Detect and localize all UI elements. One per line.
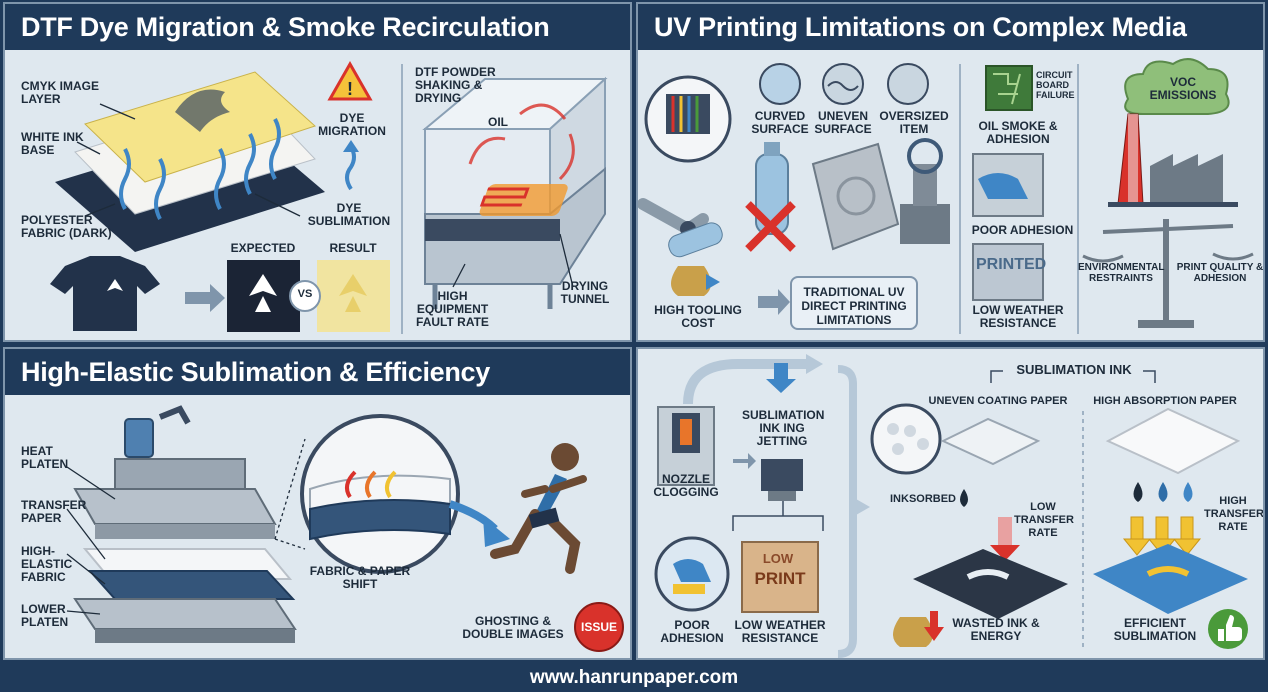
panel-title: High-Elastic Sublimation & Efficiency: [5, 349, 630, 395]
issue-text: ISSUE: [580, 620, 617, 634]
label-powder: DTF POWDER SHAKING & DRYING: [415, 65, 496, 105]
label-ghosting: GHOSTING & DOUBLE IMAGES: [462, 614, 564, 641]
label-expected: EXPECTED: [230, 241, 296, 255]
label-equipment: HIGH EQUIPMENT FAULT RATE: [416, 289, 489, 329]
voc-cloud: [1124, 58, 1230, 115]
label-polyester: POLYESTER FABRIC (DARK): [21, 213, 112, 240]
uneven-paper: [940, 417, 1041, 466]
panel-sublimation: SUBLIMATION INK ING JETTING NOZZLE CLOGG…: [636, 347, 1265, 660]
panel-dtf: DTF Dye Migration & Smoke Recirculation …: [3, 2, 632, 342]
smoke-arrows: [468, 103, 575, 181]
elastic-illustration: [66, 405, 624, 652]
label-low-weather: LOW WEATHER RESISTANCE: [972, 303, 1064, 330]
curved-surface-icon: [759, 63, 801, 105]
warning-icon: [327, 60, 373, 101]
label-uneven: UNEVEN SURFACE: [814, 109, 872, 136]
label-white-ink: WHITE INK BASE: [21, 130, 84, 157]
x-icon: [745, 201, 796, 252]
svg-text:!: !: [347, 79, 353, 99]
low-transfer-fabric: [913, 549, 1068, 619]
label-shift: FABRIC & PAPER SHIFT: [309, 564, 411, 591]
label-voc: VOC EMISSIONS: [1149, 75, 1217, 102]
heat-platen: [73, 488, 277, 525]
printhead-icon: [761, 459, 803, 491]
label-env: ENVIRONMENTAL RESTRAINTS: [1078, 262, 1165, 284]
printed-sample-text: PRINTED: [976, 256, 1047, 273]
label-high-transfer: HIGH TRANSFER RATE: [1204, 495, 1264, 533]
textured-plate: [811, 142, 900, 251]
circuit-board-icon: [985, 65, 1033, 111]
label-poor-adhesion-sub: POOR ADHESION: [660, 618, 724, 645]
weathered-sample: [972, 243, 1044, 301]
label-curved: CURVED SURFACE: [751, 109, 809, 136]
vs-badge: VS: [297, 288, 313, 300]
absorption-paper: [1105, 407, 1241, 475]
money-bag-icon: [671, 266, 711, 296]
label-nozzle: NOZZLE CLOGGING: [653, 472, 719, 499]
label-wasted: WASTED INK & ENERGY: [952, 616, 1040, 643]
uneven-surface-icon: [822, 63, 864, 105]
uv-illustration: [638, 58, 1254, 334]
lower-platen: [73, 598, 297, 630]
label-oversized: OVERSIZED ITEM: [879, 109, 949, 136]
panel-uv: UV Printing Limitations on Complex Media: [636, 2, 1265, 342]
label-low-weather-sub: LOW WEATHER RESISTANCE: [734, 618, 826, 645]
panel-title: DTF Dye Migration & Smoke Recirculation: [5, 4, 630, 50]
eagle-graphic: [175, 89, 230, 132]
heating-element: [479, 184, 568, 216]
label-result: RESULT: [329, 241, 377, 255]
valve-icon: [900, 204, 950, 244]
heat-arrows: [344, 470, 397, 499]
oversized-item-icon: [887, 63, 929, 105]
uneven-magnifier: [870, 403, 942, 475]
runner-icon: [490, 443, 587, 574]
result-image: [317, 260, 390, 332]
issue-badge: [574, 602, 624, 652]
panel-elastic: High-Elastic Sublimation & Efficiency: [3, 347, 632, 660]
label-cmyk: CMYK IMAGE LAYER: [21, 79, 99, 106]
factory-icon: [1150, 154, 1223, 204]
label-uneven-paper: UNEVEN COATING PAPER: [928, 395, 1068, 407]
label-inksorbed: INKSORBED: [890, 493, 957, 505]
label-fabric: HIGH-ELASTIC FABRIC: [21, 544, 73, 584]
label-tooling: HIGH TOOLING COST: [654, 303, 742, 330]
sublimation-illustration: [654, 354, 1248, 658]
high-transfer-fabric: [1093, 544, 1248, 614]
traditional-uv-box: TRADITIONAL UV DIRECT PRINTING LIMITATIO…: [790, 276, 918, 330]
label-ink-title: SUBLIMATION INK: [1016, 362, 1132, 377]
label-lower-platen: LOWER PLATEN: [21, 602, 69, 629]
label-jetting: SUBLIMATION INK ING JETTING: [742, 408, 825, 448]
label-efficient: EFFICIENT SUBLIMATION: [1113, 616, 1197, 643]
low-sample-text: LOW: [762, 551, 794, 566]
money-down-icon: [893, 617, 933, 647]
label-dye-migration: DYE MIGRATION: [318, 111, 386, 138]
elastic-fabric: [87, 570, 296, 600]
label-oil-smoke: OIL SMOKE & ADHESION: [978, 119, 1058, 146]
label-absorption-paper: HIGH ABSORPTION PAPER: [1093, 395, 1237, 407]
label-print-quality: PRINT QUALITY & ADHESION: [1176, 262, 1264, 284]
expected-image: [227, 260, 300, 332]
down-arrow-icon: [766, 363, 796, 393]
press-handle: [158, 405, 191, 425]
label-heat-platen: HEAT PLATEN: [21, 444, 69, 471]
label-circuit: CIRCUIT BOARD FAILURE: [1036, 70, 1075, 100]
control-panel: [124, 418, 154, 458]
label-low-transfer: LOW TRANSFER RATE: [1014, 501, 1074, 539]
website-footer[interactable]: www.hanrunpaper.com: [0, 664, 1268, 692]
dtf-illustration: !: [50, 60, 608, 334]
label-transfer-paper: TRANSFER PAPER: [21, 498, 87, 525]
label-tunnel: DRYING TUNNEL: [560, 279, 610, 306]
label-poor-adhesion: POOR ADHESION: [971, 223, 1074, 237]
tshirt-icon: [50, 256, 160, 331]
print-sample-text: PRINT: [754, 569, 806, 588]
ink-drop-icon: [960, 489, 968, 507]
label-dye-sublimation: DYE SUBLIMATION: [307, 201, 391, 228]
label-oil: OIL: [488, 115, 508, 129]
weathered-print: [741, 541, 819, 613]
panel-title: UV Printing Limitations on Complex Media: [638, 4, 1263, 50]
